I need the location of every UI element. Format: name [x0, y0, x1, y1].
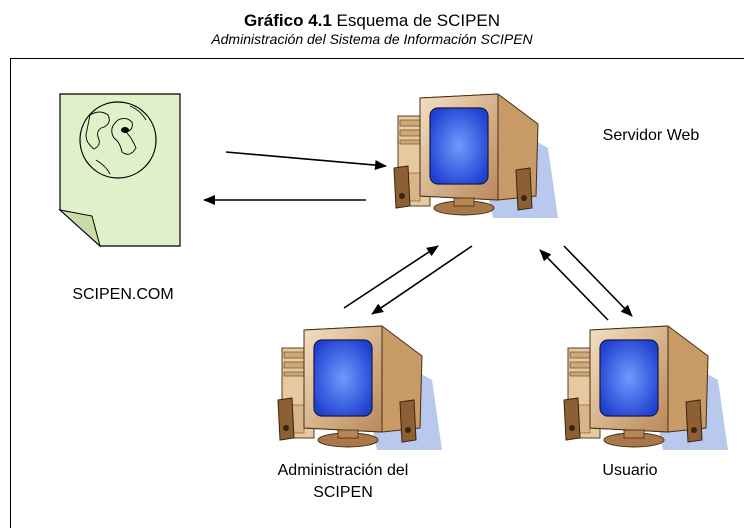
user-label: Usuario	[602, 462, 658, 479]
server-to-admin-arrow	[371, 245, 473, 315]
network-diagram	[58, 93, 729, 451]
figure-subtitle: Administración del Sistema de Informació…	[211, 31, 533, 47]
server-to-user-arrow	[563, 245, 633, 317]
figure-title: Gráfico 4.1 Esquema de SCIPEN	[243, 11, 501, 30]
figure-caption: Gráfico 4.1 Esquema de SCIPEN Administra…	[0, 10, 744, 48]
admin-label: Administración del SCIPEN	[277, 462, 409, 501]
website-label: SCIPEN.COM	[72, 286, 174, 303]
server-label: Servidor Web	[602, 127, 700, 144]
diagram-frame	[10, 58, 744, 528]
website-page-icon	[58, 93, 181, 248]
server-computer-icon	[393, 93, 559, 219]
admin-to-server-arrow	[343, 245, 439, 309]
admin-computer-icon	[277, 325, 443, 451]
user-computer-icon	[563, 325, 729, 451]
user-to-server-arrow	[539, 249, 609, 321]
request-arrow	[225, 151, 387, 171]
